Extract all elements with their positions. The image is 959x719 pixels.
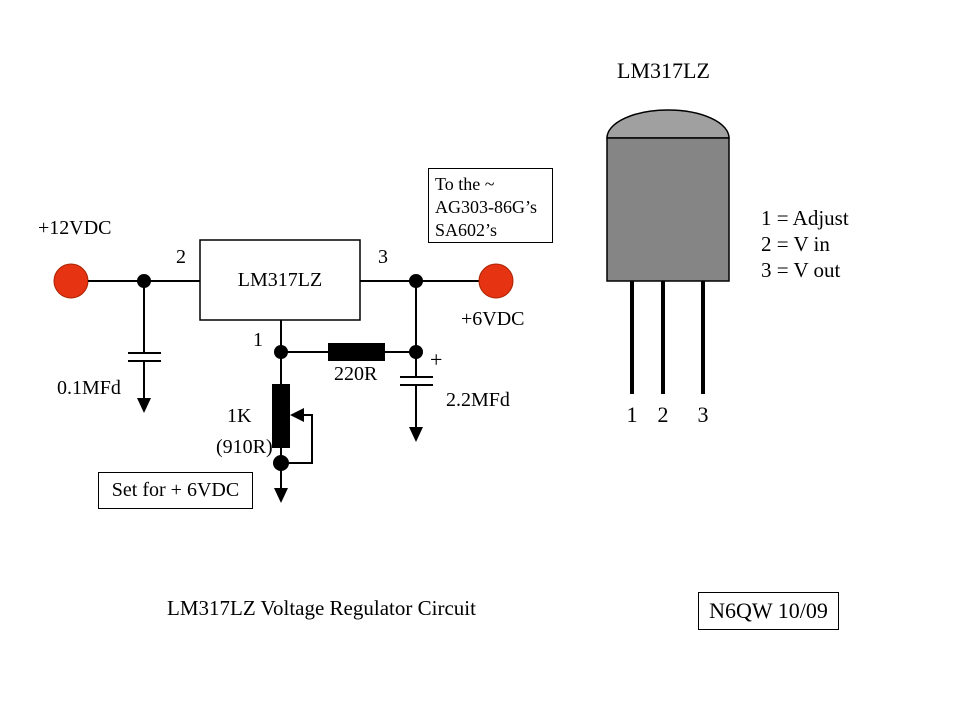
resistor-label: 220R [334,363,378,385]
potentiometer-body [272,384,290,448]
potentiometer-wiper-arrow-icon [290,408,304,422]
output-cap-label: 2.2MFd [446,389,510,411]
input-terminal-icon [53,263,89,299]
package-dome [606,109,730,139]
pin1-label: 1 [253,329,263,351]
diagram-title: LM317LZ Voltage Regulator Circuit [167,596,476,620]
ground-arrow-icon-pot [274,488,288,503]
wire-wiper-feedback [289,414,313,464]
output-voltage-label: +6VDC [461,308,525,330]
regulator-label: LM317LZ [237,269,323,291]
package-pin2-label: 2 [657,402,669,427]
package-pin3-label: 3 [697,402,709,427]
pin2-label: 2 [176,246,186,268]
set-voltage-label: Set for + 6VDC [111,479,240,501]
credit-box: N6QW 10/09 [698,592,839,630]
pot-measured-label: (910R) [216,436,273,458]
resistor-220r [328,343,385,361]
note-box: To the ~ AG303-86G’s SA602’s [428,168,553,243]
legend-vout: 3 = V out [761,258,841,282]
package-title: LM317LZ [617,58,710,83]
input-cap-label: 0.1MFd [57,377,121,399]
package-pin1-label: 1 [626,402,638,427]
pinout-legend: 1 = Adjust 2 = V in 3 = V out [761,205,849,283]
pot-value-label: 1K [227,405,252,427]
ground-arrow-icon-output [409,427,423,442]
note-line-1: To the ~ [435,174,495,194]
package-body [606,137,730,282]
output-terminal-icon [478,263,514,299]
set-voltage-box: Set for + 6VDC [98,472,253,509]
legend-vin: 2 = V in [761,232,830,256]
pin3-label: 3 [378,246,388,268]
input-voltage-label: +12VDC [38,217,112,239]
note-line-2: AG303-86G’s [435,197,537,217]
regulator-box [199,239,361,321]
legend-adjust: 1 = Adjust [761,206,849,230]
ground-arrow-icon-input [137,398,151,413]
note-line-3: SA602’s [435,220,498,240]
cap-polarity-label: + [430,347,443,372]
credit-label: N6QW 10/09 [709,598,828,623]
